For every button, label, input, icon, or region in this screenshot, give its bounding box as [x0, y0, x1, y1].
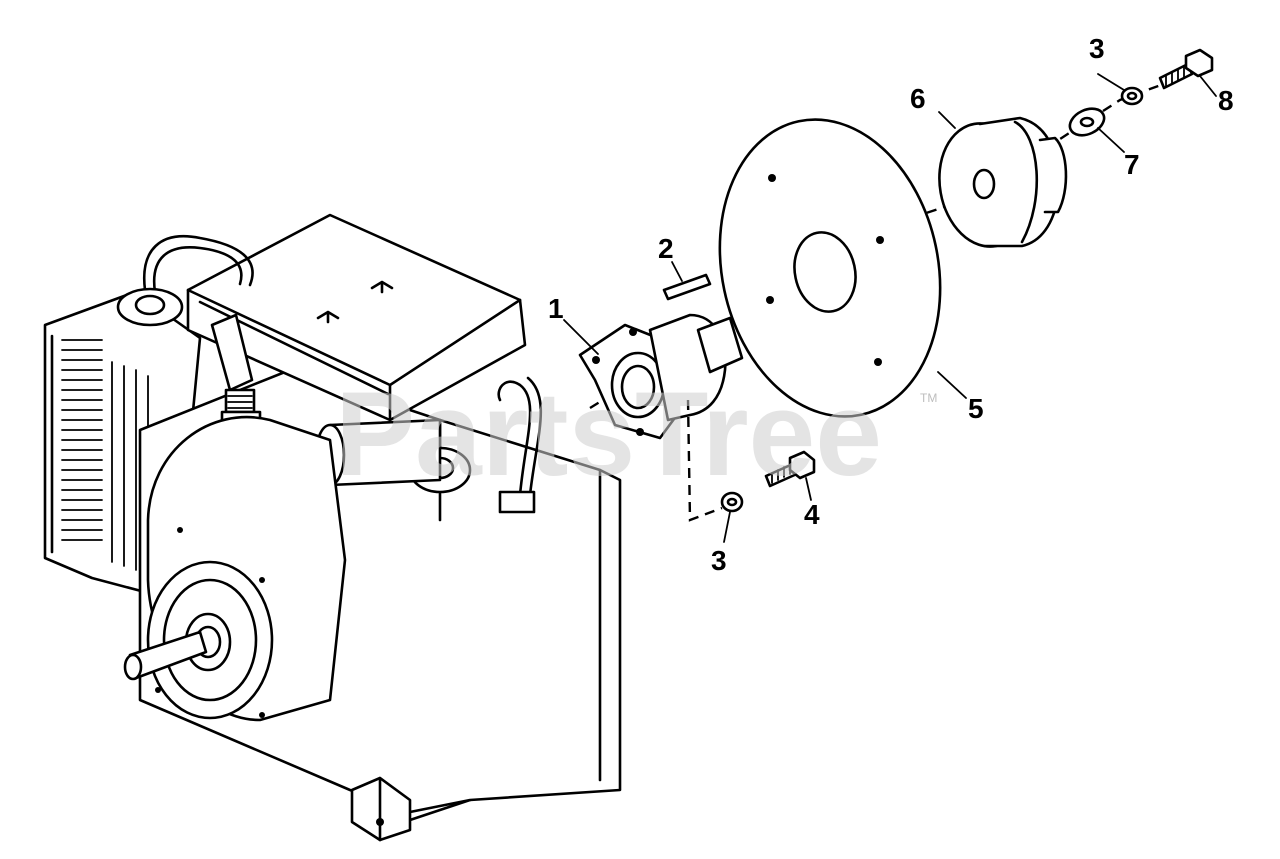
crankshaft-icon [123, 630, 208, 681]
callout-3-top: 3 [1089, 33, 1105, 64]
bearing-housing [578, 313, 744, 440]
wing-nut-icon [316, 280, 394, 324]
fuel-line-right [497, 380, 532, 497]
washer [1068, 107, 1106, 137]
engine-front-cover [146, 415, 347, 722]
lock-washer-top [1120, 86, 1144, 106]
callout-6: 6 [910, 83, 926, 114]
watermark-trademark: TM [920, 391, 937, 405]
callout-5: 5 [968, 393, 984, 424]
bolt-lower [764, 450, 816, 488]
callout-7: 7 [1124, 149, 1140, 180]
mounting-foot [350, 776, 412, 842]
pulley [938, 116, 1068, 248]
leader-lines [563, 73, 1217, 543]
fuel-tank [186, 213, 527, 422]
callout-3-bottom: 3 [711, 545, 727, 576]
flange-left [116, 287, 184, 327]
lock-washer-lower [720, 491, 744, 513]
bolt-top [1158, 48, 1214, 90]
engine-assembly [43, 213, 622, 842]
fuel-line-top [142, 235, 254, 292]
mounting-disc [718, 118, 942, 418]
callout-4: 4 [804, 499, 820, 530]
shaft-key [662, 273, 712, 301]
callout-2: 2 [658, 233, 674, 264]
callout-1: 1 [548, 293, 564, 324]
watermark-text: PartsTree [335, 367, 882, 501]
assembly-path-lower [686, 399, 723, 522]
callout-8: 8 [1218, 85, 1234, 116]
